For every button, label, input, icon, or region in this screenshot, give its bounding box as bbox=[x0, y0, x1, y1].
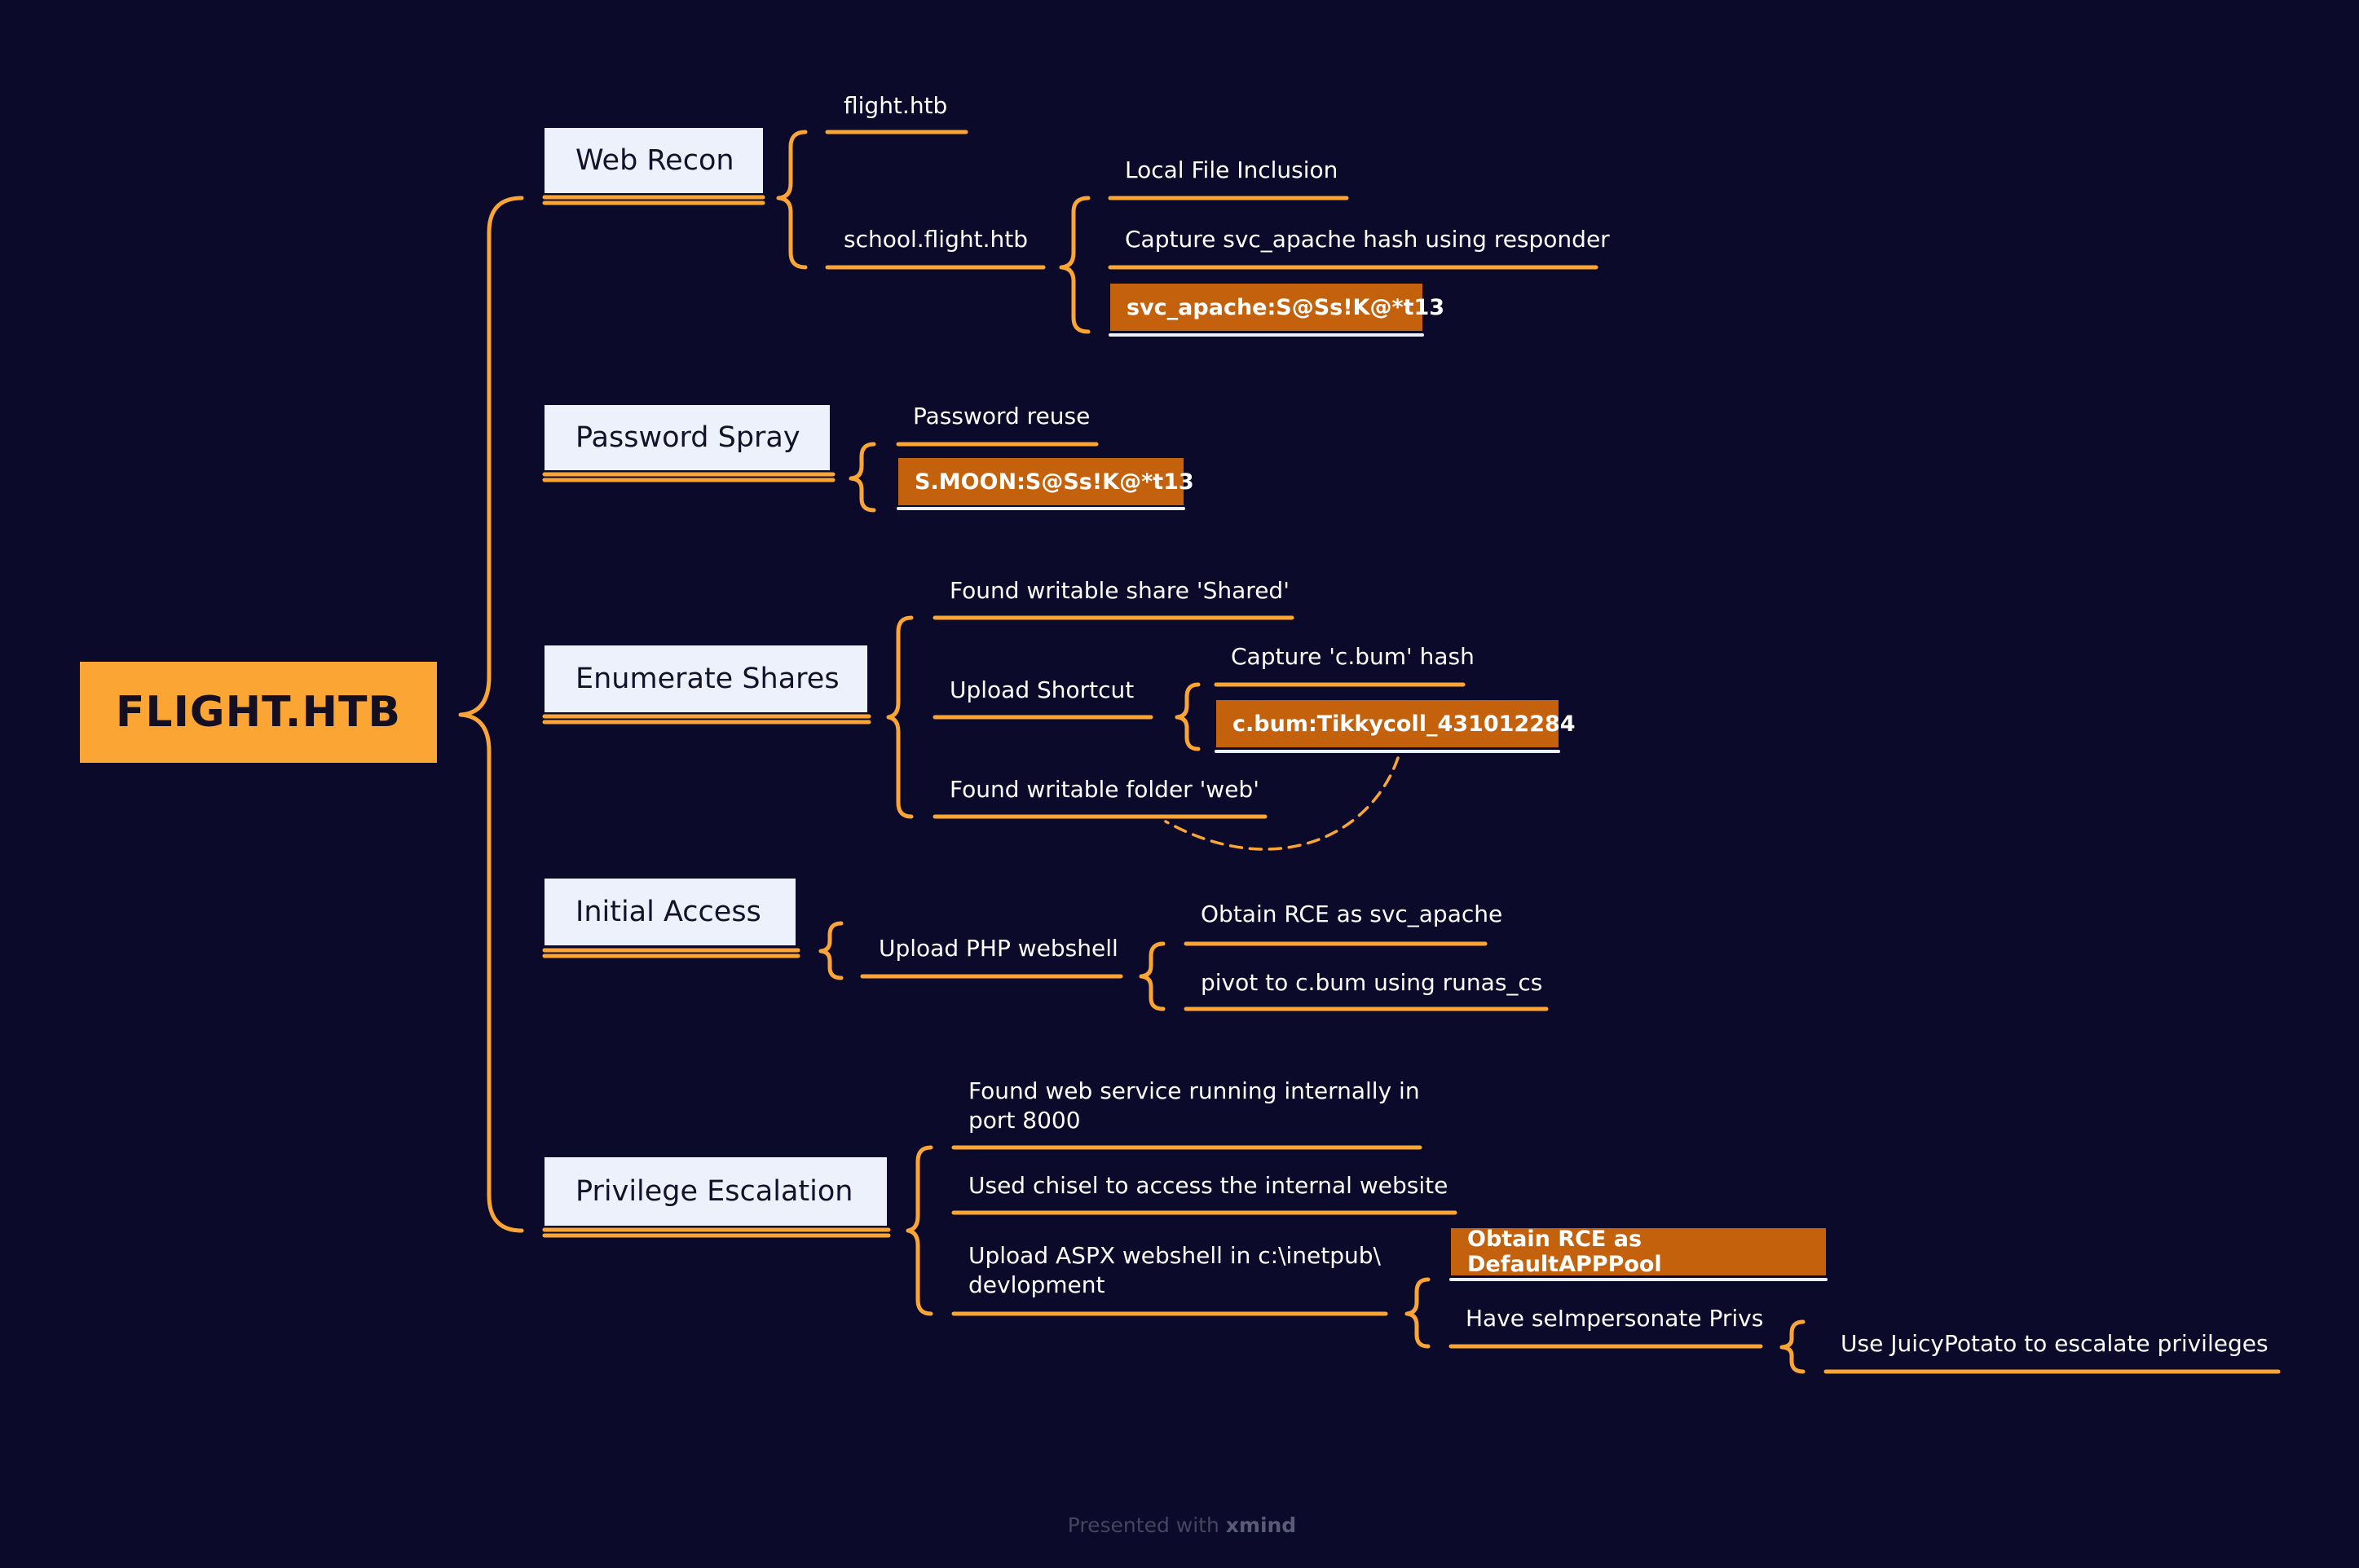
topic-privilege-escalation[interactable]: Privilege Escalation bbox=[545, 1157, 887, 1226]
brace-aspx bbox=[1404, 1277, 1431, 1349]
subtopic-flight-htb[interactable]: flight.htb bbox=[844, 92, 948, 119]
brace-php-webshell bbox=[1139, 941, 1166, 1011]
credential-s-moon[interactable]: S.MOON:S@Ss!K@*t13 bbox=[898, 458, 1194, 505]
topic-web-recon[interactable]: Web Recon bbox=[545, 128, 763, 193]
main-brace bbox=[458, 196, 524, 1233]
subtopic-writable-folder[interactable]: Found writable folder 'web' bbox=[950, 776, 1259, 803]
xmind-logo: xmind bbox=[1225, 1513, 1297, 1537]
topic-label: Initial Access bbox=[575, 896, 761, 928]
subtopic-upload-php-webshell[interactable]: Upload PHP webshell bbox=[879, 935, 1118, 962]
underline-initial-access bbox=[542, 948, 800, 958]
subtopic-internal-web-service[interactable]: Found web service running internally in … bbox=[952, 1077, 1420, 1135]
topic-label: Enumerate Shares bbox=[575, 663, 840, 695]
brace-upload-shortcut bbox=[1175, 682, 1201, 751]
topic-initial-access[interactable]: Initial Access bbox=[545, 879, 796, 945]
brace-privilege-escalation bbox=[906, 1145, 933, 1316]
subtopic-line: devlopment bbox=[968, 1271, 1105, 1298]
subtopic-line: Upload ASPX webshell in c:\inetpub\ bbox=[968, 1242, 1381, 1269]
brace-password-spray bbox=[849, 442, 876, 513]
subtopic-line: Found web service running internally in bbox=[968, 1077, 1420, 1104]
footer-credit: Presented with xmind bbox=[978, 1513, 1386, 1537]
subtopic-chisel[interactable]: Used chisel to access the internal websi… bbox=[968, 1172, 1448, 1199]
topic-enumerate-shares[interactable]: Enumerate Shares bbox=[545, 645, 867, 712]
topic-label: Privilege Escalation bbox=[575, 1175, 853, 1208]
subtopic-juicypotato[interactable]: Use JuicyPotato to escalate privileges bbox=[1841, 1330, 2269, 1357]
brace-school bbox=[1059, 196, 1091, 334]
brace-enumerate-shares bbox=[886, 615, 914, 819]
root-topic[interactable]: FLIGHT.HTB bbox=[80, 662, 437, 763]
subtopic-password-reuse[interactable]: Password reuse bbox=[913, 403, 1091, 429]
subtopic-local-file-inclusion[interactable]: Local File Inclusion bbox=[1125, 156, 1338, 183]
brace-web-recon bbox=[776, 130, 808, 270]
subtopic-upload-aspx-webshell[interactable]: Upload ASPX webshell in c:\inetpub\ devl… bbox=[952, 1241, 1381, 1300]
credential-svc-apache[interactable]: svc_apache:S@Ss!K@*t13 bbox=[1110, 284, 1444, 331]
subtopic-seimpersonate[interactable]: Have seImpersonate Privs bbox=[1466, 1305, 1764, 1332]
topic-password-spray[interactable]: Password Spray bbox=[545, 405, 830, 470]
footer-prefix: Presented with bbox=[1067, 1513, 1219, 1537]
subtopic-line: port 8000 bbox=[968, 1107, 1081, 1134]
underline-enumerate-shares bbox=[542, 714, 871, 725]
subtopic-upload-shortcut[interactable]: Upload Shortcut bbox=[950, 676, 1135, 703]
subtopic-writable-share[interactable]: Found writable share 'Shared' bbox=[950, 577, 1290, 604]
underline-privilege-escalation bbox=[542, 1227, 891, 1238]
subtopic-pivot-cbum[interactable]: pivot to c.bum using runas_cs bbox=[1201, 969, 1543, 996]
topic-label: Web Recon bbox=[575, 144, 734, 177]
root-title: FLIGHT.HTB bbox=[115, 688, 402, 737]
result-rce-defaultapppool[interactable]: Obtain RCE as DefaultAPPPool bbox=[1451, 1227, 1826, 1277]
underline-web-recon bbox=[542, 195, 765, 205]
topic-label: Password Spray bbox=[575, 421, 800, 454]
subtopic-obtain-rce-svc-apache[interactable]: Obtain RCE as svc_apache bbox=[1201, 901, 1503, 927]
subtopic-school-flight-htb[interactable]: school.flight.htb bbox=[844, 226, 1028, 253]
brace-impersonate bbox=[1779, 1319, 1806, 1374]
dashed-relation bbox=[1164, 756, 1400, 851]
subtopic-capture-svc-apache-hash[interactable]: Capture svc_apache hash using responder bbox=[1125, 226, 1610, 253]
subtopic-capture-cbum-hash[interactable]: Capture 'c.bum' hash bbox=[1231, 643, 1475, 670]
credential-c-bum[interactable]: c.bum:Tikkycoll_431012284 bbox=[1216, 700, 1576, 747]
brace-initial-access bbox=[818, 921, 844, 980]
underline-password-spray bbox=[542, 472, 836, 482]
